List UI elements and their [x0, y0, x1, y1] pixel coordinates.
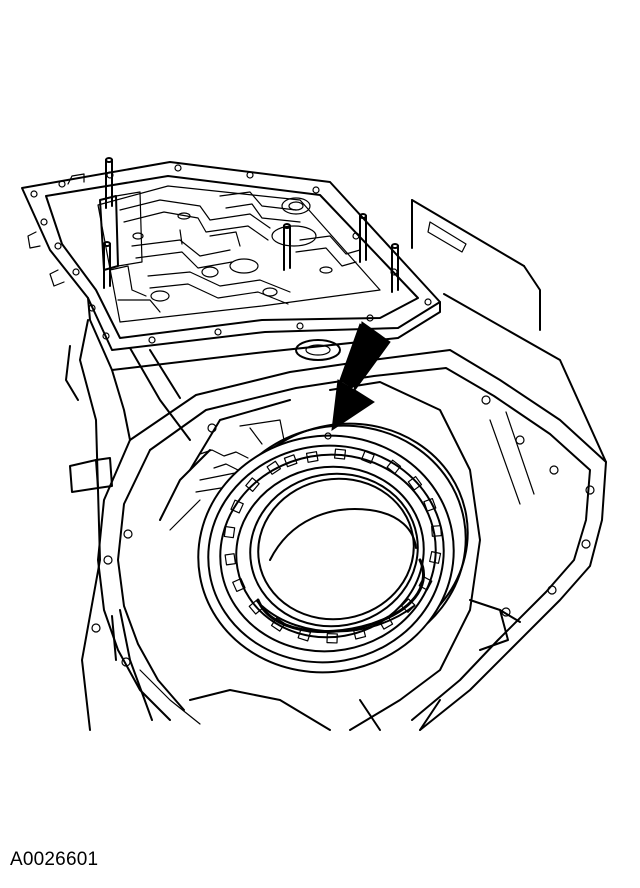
arrow-icon — [331, 321, 391, 432]
seal-bearing-ring — [197, 422, 469, 674]
figure-id-label: A0026601 — [10, 849, 99, 870]
transmission-case — [65, 199, 607, 731]
valve-body-plate — [21, 157, 441, 371]
